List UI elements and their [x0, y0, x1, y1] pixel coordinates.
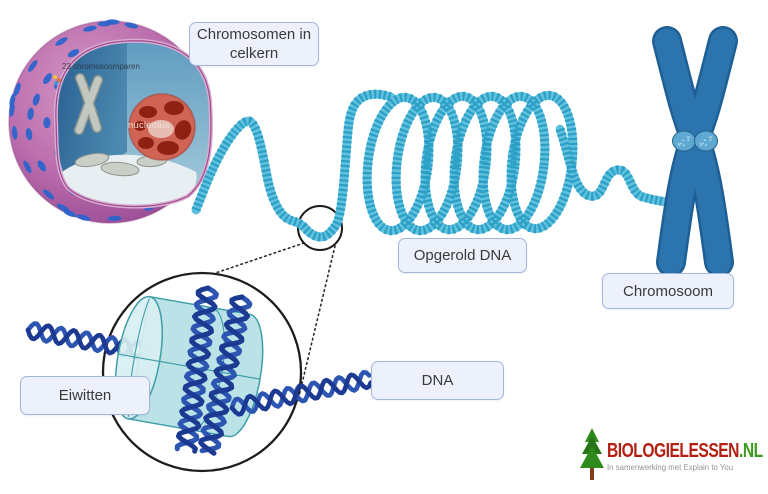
label-chromosomen-in-celkern: Chromosomen in celkern [189, 22, 319, 66]
pine-tree-icon [580, 428, 604, 480]
label-opgerold-dna: Opgerold DNA [398, 238, 527, 273]
coiled-dna-strand [196, 92, 671, 237]
label-dna: DNA [371, 361, 504, 400]
nucleolus [128, 93, 196, 161]
label-chromosoom: Chromosoom [602, 273, 734, 309]
centromere-texture [677, 136, 713, 147]
nucleolus-label: nucleolus [128, 120, 170, 131]
logo-brand-text: BIOLOGIELESSEN.NL [607, 438, 763, 462]
nucleus-x-chromosome [74, 73, 103, 135]
chromosome-illustration [652, 26, 738, 277]
cell-nucleus-illustration [8, 19, 213, 224]
dna-helix-wraps-and-right-tail [174, 285, 374, 456]
sparkle-icon [53, 75, 61, 85]
chromosome-pairs-label: 23 chromosoomparen [62, 62, 140, 71]
nucleus-cutaway [55, 40, 211, 207]
logo-brand-tld: .NL [738, 438, 763, 462]
label-eiwitten: Eiwitten [20, 376, 150, 415]
biologielessen-logo: BIOLOGIELESSEN.NL In samenwerking met Ex… [579, 428, 768, 480]
logo-brand-main: BIOLOGIELESSEN [607, 438, 739, 462]
logo-tagline: In samenwerking met Explain to You [607, 462, 734, 472]
